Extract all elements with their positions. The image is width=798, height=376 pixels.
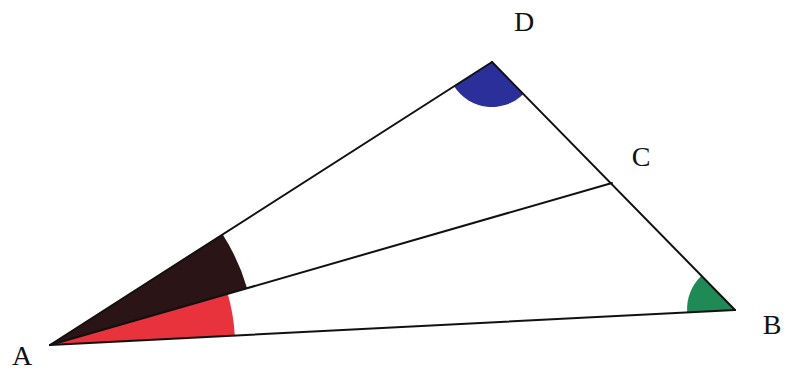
point-label: B	[763, 311, 782, 339]
segment	[492, 62, 735, 310]
point-label: C	[632, 143, 651, 171]
segment	[50, 62, 492, 345]
angle-mark	[50, 235, 247, 346]
segment	[50, 310, 735, 345]
angle-mark	[687, 276, 735, 313]
point-label: A	[12, 342, 32, 370]
point-label: D	[514, 8, 534, 36]
